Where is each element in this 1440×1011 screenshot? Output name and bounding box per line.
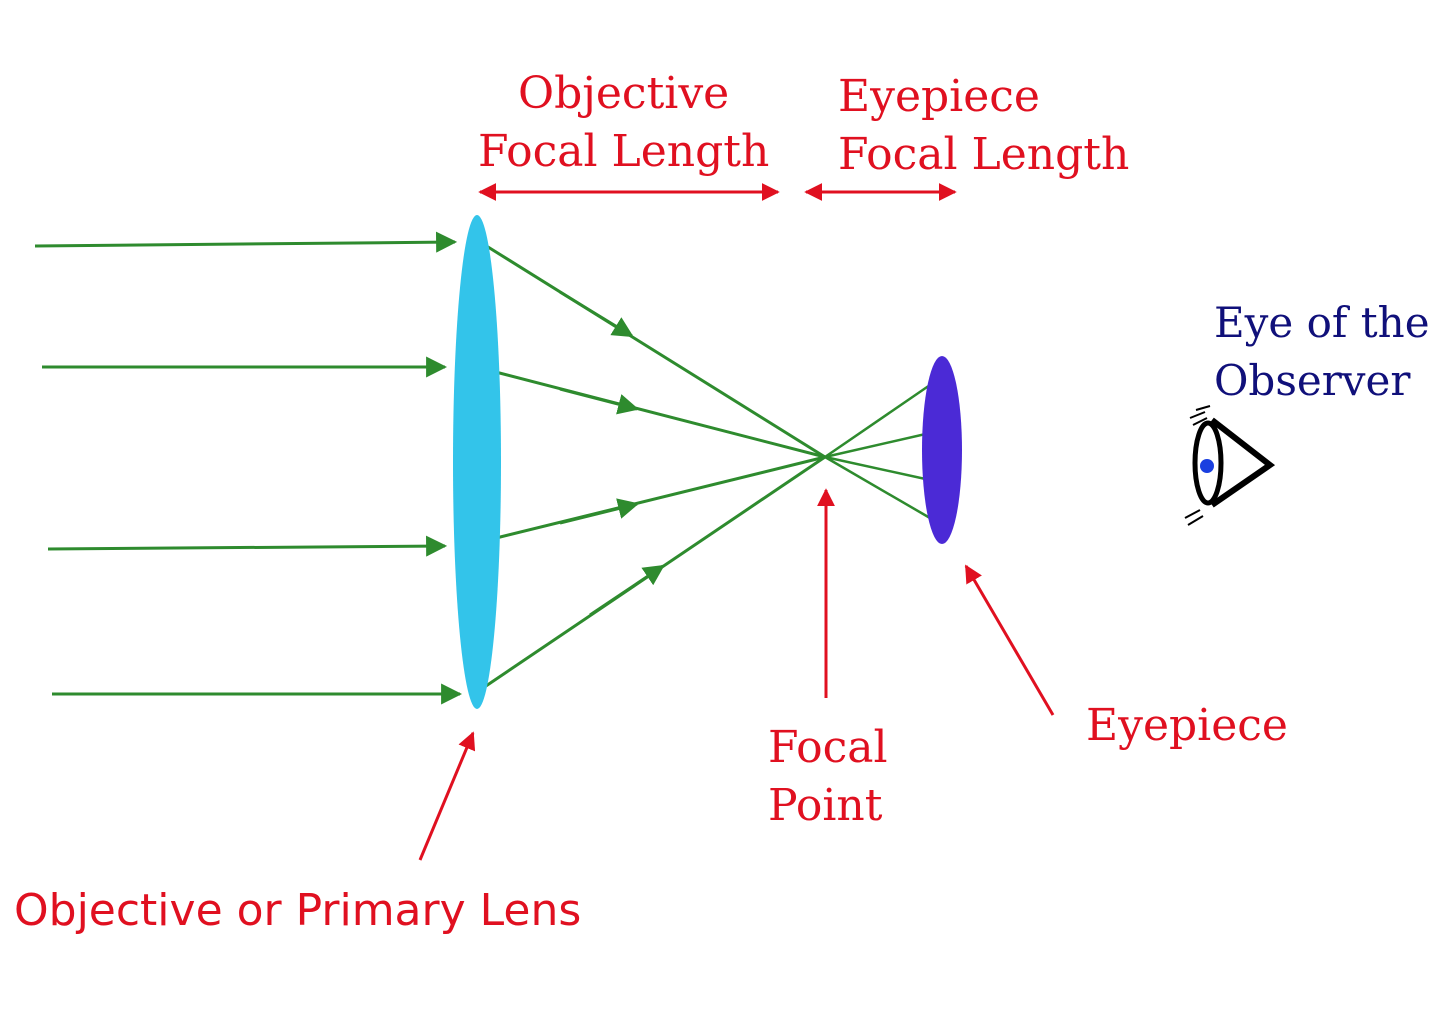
diverging-ray-2 xyxy=(824,431,931,459)
eye-icon xyxy=(1184,405,1276,526)
eye-of-observer-label-line1: Eye of the xyxy=(1214,298,1430,347)
converging-ray-3-arrow xyxy=(559,498,640,525)
incoming-ray-3 xyxy=(47,535,448,557)
diverging-ray-4 xyxy=(824,455,931,520)
objective-lens-pointer-arrow xyxy=(418,731,476,861)
objective-lens xyxy=(453,215,501,709)
converging-rays xyxy=(479,240,826,692)
converging-ray-1 xyxy=(479,240,826,459)
pupil-icon xyxy=(1200,459,1214,473)
eyepiece-focal-length-label-line2: Focal Length xyxy=(838,129,1129,180)
diverging-ray-3 xyxy=(824,455,931,482)
objective-focal-length-label-line1: Objective xyxy=(518,68,729,119)
converging-ray-4-arrow xyxy=(589,564,665,617)
incoming-ray-1 xyxy=(34,231,458,253)
eyepiece-focal-length-label-line1: Eyepiece xyxy=(838,71,1040,122)
incoming-rays xyxy=(34,231,463,705)
converging-ray-1-arrow xyxy=(559,290,634,338)
objective-focal-length-label-line2: Focal Length xyxy=(478,126,769,177)
eye-of-observer-label-line2: Observer xyxy=(1214,356,1411,405)
eyepiece-label: Eyepiece xyxy=(1086,700,1288,751)
eyepiece-pointer-arrow xyxy=(964,564,1055,716)
eyepiece-lens xyxy=(922,356,962,544)
converging-ray-3 xyxy=(479,455,826,544)
objective-lens-label: Objective or Primary Lens xyxy=(14,885,581,936)
diverging-rays xyxy=(824,383,931,520)
focal-point-label-line1: Focal xyxy=(768,722,888,773)
focal-point-label-line2: Point xyxy=(768,780,883,831)
converging-ray-2 xyxy=(479,366,826,459)
converging-ray-2-arrow xyxy=(559,387,640,415)
diverging-ray-1 xyxy=(824,383,931,459)
